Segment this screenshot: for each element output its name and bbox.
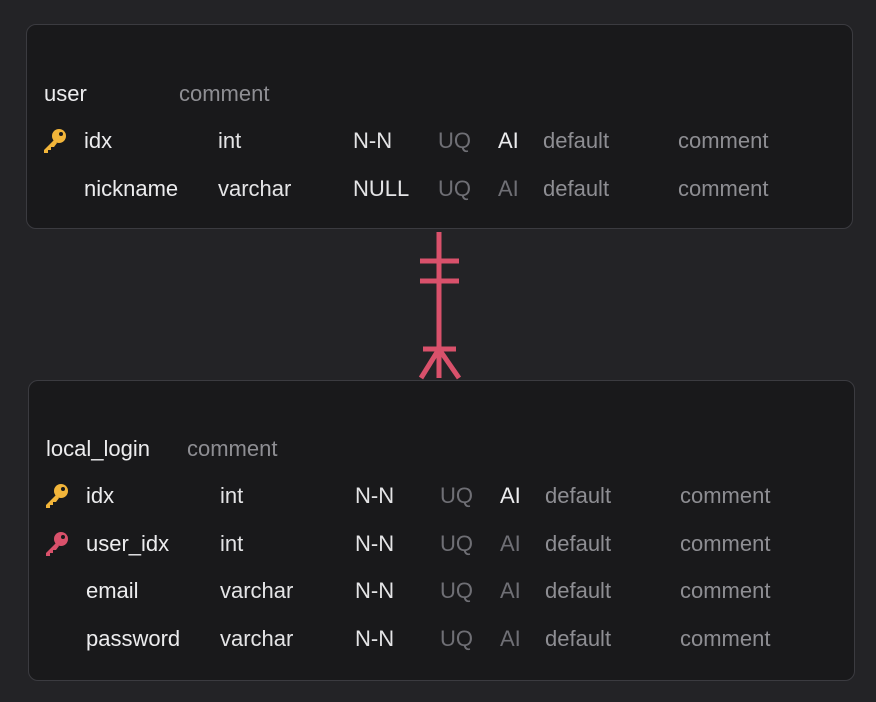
column-row[interactable]: password varchar N-N UQ AI default comment	[29, 619, 854, 659]
default-value[interactable]: default	[545, 578, 612, 603]
column-row[interactable]: nickname varchar NULL UQ AI default comment	[27, 169, 852, 209]
column-type[interactable]: varchar	[220, 578, 294, 603]
nullable-flag[interactable]: NULL	[353, 175, 410, 201]
foreign-key-icon	[43, 531, 71, 557]
default-value[interactable]: default	[543, 128, 610, 153]
column-comment[interactable]: comment	[678, 175, 769, 201]
column-comment[interactable]: comment	[678, 128, 769, 153]
default-value[interactable]: default	[545, 530, 612, 556]
column-row[interactable]: user_idx int N-N UQ AI default comment	[29, 524, 854, 564]
auto-increment-flag[interactable]: AI	[500, 578, 521, 603]
column-name[interactable]: email	[86, 578, 139, 603]
column-row[interactable]: email varchar N-N UQ AI default comment	[29, 571, 854, 611]
table-comment-local-login[interactable]: comment	[187, 436, 278, 461]
crowfoot-left	[418, 347, 442, 380]
column-type[interactable]: int	[220, 483, 244, 508]
default-value[interactable]: default	[545, 625, 612, 651]
auto-increment-flag[interactable]: AI	[498, 175, 519, 201]
crowfoot-right	[436, 347, 462, 380]
column-comment[interactable]: comment	[680, 483, 771, 508]
nullable-flag[interactable]: N-N	[355, 530, 395, 556]
table-user[interactable]: user comment idx int N-N UQ AI default comment…	[26, 24, 853, 229]
primary-key-icon	[43, 483, 71, 509]
auto-increment-flag[interactable]: AI	[500, 625, 521, 651]
primary-key-icon	[41, 128, 69, 154]
unique-flag[interactable]: UQ	[438, 128, 471, 153]
column-row[interactable]: idx int N-N UQ AI default comment	[27, 121, 852, 161]
default-value[interactable]: default	[545, 483, 612, 508]
nullable-flag[interactable]: N-N	[355, 625, 395, 651]
table-name-user[interactable]: user	[44, 81, 87, 106]
unique-flag[interactable]: UQ	[440, 578, 473, 603]
column-comment[interactable]: comment	[680, 530, 771, 556]
auto-increment-flag[interactable]: AI	[500, 530, 521, 556]
unique-flag[interactable]: UQ	[440, 530, 473, 556]
column-comment[interactable]: comment	[680, 625, 771, 651]
nullable-flag[interactable]: N-N	[355, 578, 395, 603]
column-type[interactable]: int	[220, 530, 244, 556]
column-name[interactable]: idx	[84, 128, 113, 153]
nullable-flag[interactable]: N-N	[355, 483, 395, 508]
nullable-flag[interactable]: N-N	[353, 128, 393, 153]
unique-flag[interactable]: UQ	[440, 483, 473, 508]
column-comment[interactable]: comment	[680, 578, 771, 603]
table-name-local-login[interactable]: local_login	[46, 436, 150, 461]
column-type[interactable]: varchar	[220, 625, 294, 651]
column-name[interactable]: idx	[86, 483, 115, 508]
column-name[interactable]: nickname	[84, 175, 179, 201]
column-row[interactable]: idx int N-N UQ AI default comment	[29, 476, 854, 516]
auto-increment-flag[interactable]: AI	[500, 483, 521, 508]
unique-flag[interactable]: UQ	[440, 625, 473, 651]
table-comment-user[interactable]: comment	[179, 81, 270, 106]
column-name[interactable]: password	[86, 625, 181, 651]
column-name[interactable]: user_idx	[86, 530, 170, 556]
column-type[interactable]: int	[218, 128, 242, 153]
auto-increment-flag[interactable]: AI	[498, 128, 519, 153]
unique-flag[interactable]: UQ	[438, 175, 471, 201]
default-value[interactable]: default	[543, 175, 610, 201]
column-type[interactable]: varchar	[218, 175, 292, 201]
